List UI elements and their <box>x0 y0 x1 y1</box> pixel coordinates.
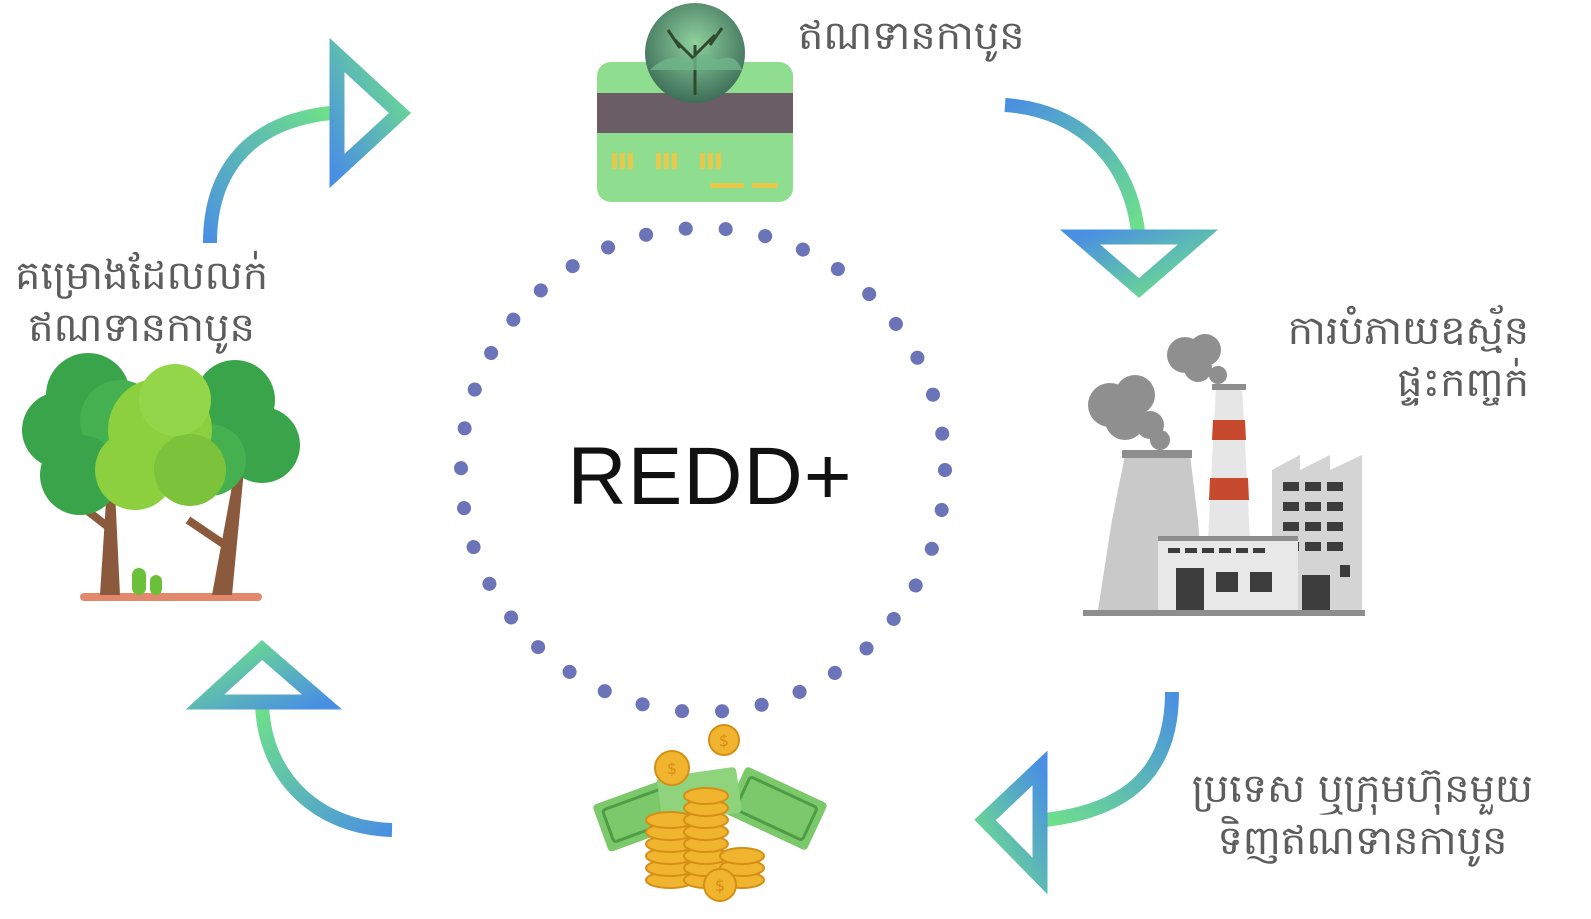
label-carbon-credit-line-1: ឥណទានកាបូន <box>798 13 1025 59</box>
label-forest-project-line-1: គម្រោងដែលលក់ <box>15 253 269 299</box>
arrow-top-right <box>1004 98 1219 298</box>
credit-card-forest-icon <box>597 3 793 202</box>
label-buyers-line-1: ប្រទេស ឬក្រុមហ៊ុនមួយ <box>1191 766 1533 812</box>
label-forest-project-line-2: ឥណទានកាបូន <box>28 305 255 351</box>
center-dotted-ring <box>454 221 952 719</box>
arrow-bottom-left <box>185 639 393 837</box>
arrow-bottom-right <box>974 691 1179 895</box>
money-coins-icon: $ $ $ <box>593 724 827 902</box>
label-industrial-emissions-line-1: ការបំភាយឧស្ម័ន <box>1287 308 1529 354</box>
label-buyers-line-2: ទិញឥណទានកាបូន <box>1217 818 1508 864</box>
arrow-top-left <box>203 37 412 244</box>
svg-text:$: $ <box>715 876 725 895</box>
label-forest-project: គម្រោងដែលលក់ ឥណទានកាបូន <box>15 250 268 354</box>
center-title: REDD+ <box>567 431 853 522</box>
label-industrial-emissions-line-2: ផ្ទះកញ្ចក់ <box>1397 360 1529 406</box>
factory-icon <box>1083 334 1365 616</box>
label-carbon-credit: ឥណទានកាបូន <box>798 10 1025 62</box>
trees-icon <box>22 353 300 601</box>
svg-text:$: $ <box>667 759 677 778</box>
label-industrial-emissions: ការបំភាយឧស្ម័ន ផ្ទះកញ្ចក់ <box>1288 305 1529 409</box>
svg-text:$: $ <box>719 731 729 750</box>
label-buyers: ប្រទេស ឬក្រុមហ៊ុនមួយ ទិញឥណទានកាបូន <box>1192 763 1533 867</box>
